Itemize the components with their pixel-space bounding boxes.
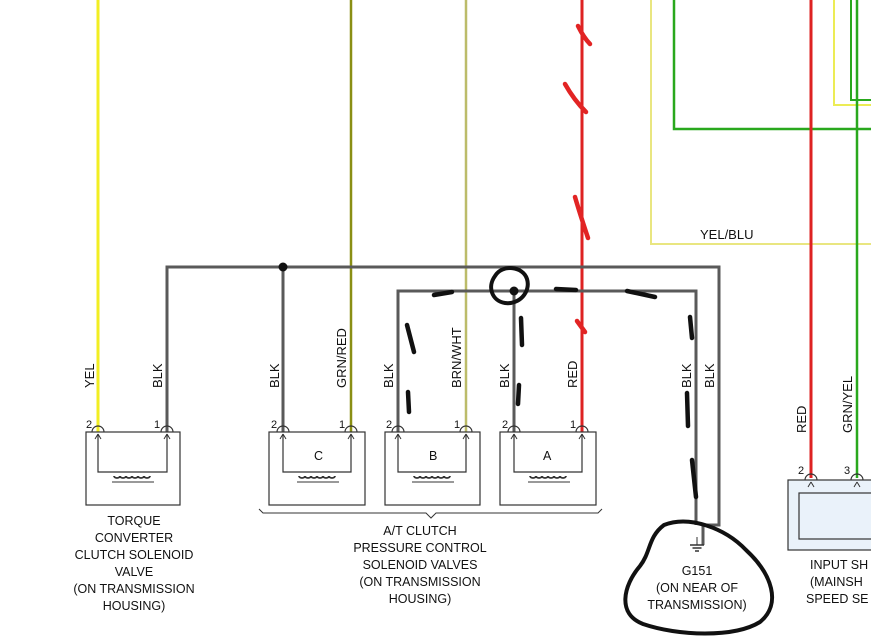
- tcc-solenoid: [85, 425, 181, 506]
- valves-bracket: [258, 508, 603, 519]
- solenoid-b-label: B: [429, 449, 437, 463]
- wire-label-blk-g2: BLK: [702, 363, 717, 388]
- pin-tcc-2: 2: [86, 419, 92, 431]
- wire-label-blk-c: BLK: [267, 363, 282, 388]
- pin-sensor-2: 2: [798, 465, 804, 477]
- pin-b-1: 1: [454, 419, 460, 431]
- wire-green-inner: [850, 0, 871, 101]
- ground-symbol-icon: [690, 537, 704, 552]
- splice-dot: [278, 262, 288, 272]
- ground-bus-outer: [165, 265, 721, 545]
- pin-c-2: 2: [271, 419, 277, 431]
- wire-label-yel-blu: YEL/BLU: [700, 227, 753, 242]
- svg-text:HOUSING): HOUSING): [103, 599, 166, 613]
- wire-yellow-upper: [833, 0, 871, 106]
- wire-label-red-sensor: RED: [794, 406, 809, 433]
- wire-yel-blu: [650, 0, 871, 245]
- svg-text:CLUTCH SOLENOID: CLUTCH SOLENOID: [75, 548, 194, 562]
- svg-text:G151: G151: [682, 564, 713, 578]
- wire-label-blk-g1: BLK: [679, 363, 694, 388]
- dashed-trace-annotation: [404, 286, 699, 500]
- wire-label-blk-a: BLK: [497, 363, 512, 388]
- solenoid-c: [268, 425, 366, 506]
- svg-text:SPEED SE: SPEED SE: [806, 592, 869, 606]
- svg-text:(MAINSH: (MAINSH: [810, 575, 863, 589]
- pin-sensor-3: 3: [844, 465, 850, 477]
- pin-b-2: 2: [386, 419, 392, 431]
- wire-label-blk-tcc: BLK: [150, 363, 165, 388]
- svg-text:TRANSMISSION): TRANSMISSION): [647, 598, 746, 612]
- svg-text:INPUT SH: INPUT SH: [810, 558, 868, 572]
- label-input-shaft-sensor: INPUT SH (MAINSH SPEED SE: [806, 558, 869, 606]
- svg-text:TORQUE: TORQUE: [107, 514, 160, 528]
- ground-bus-inner: [396, 289, 698, 525]
- svg-text:A/T CLUTCH: A/T CLUTCH: [383, 524, 456, 538]
- svg-text:VALVE: VALVE: [115, 565, 153, 579]
- svg-text:(ON TRANSMISSION: (ON TRANSMISSION: [359, 575, 480, 589]
- input-shaft-speed-sensor: [787, 473, 871, 551]
- pin-tcc-1: 1: [154, 419, 160, 431]
- label-clutch-valves: A/T CLUTCH PRESSURE CONTROL SOLENOID VAL…: [353, 524, 486, 606]
- svg-text:CONVERTER: CONVERTER: [95, 531, 173, 545]
- svg-text:(ON TRANSMISSION: (ON TRANSMISSION: [73, 582, 194, 596]
- wire-label-brn-wht: BRN/WHT: [449, 327, 464, 388]
- wire-label-yel: YEL: [82, 363, 97, 388]
- svg-text:HOUSING): HOUSING): [389, 592, 452, 606]
- circle-annotation-ground: [623, 519, 775, 636]
- label-ground-g151: G151 (ON NEAR OF TRANSMISSION): [647, 564, 746, 612]
- wire-label-red-a: RED: [565, 361, 580, 388]
- wire-label-grn-yel: GRN/YEL: [840, 376, 855, 433]
- svg-text:PRESSURE CONTROL: PRESSURE CONTROL: [353, 541, 486, 555]
- wire-label-grn-red: GRN/RED: [334, 328, 349, 388]
- pin-a-2: 2: [502, 419, 508, 431]
- solenoid-c-label: C: [314, 449, 323, 463]
- solenoid-b: [384, 425, 481, 506]
- label-torque-converter: TORQUE CONVERTER CLUTCH SOLENOID VALVE (…: [73, 514, 194, 613]
- svg-text:(ON NEAR OF: (ON NEAR OF: [656, 581, 738, 595]
- solenoid-a: [499, 425, 597, 506]
- solenoid-a-label: A: [543, 449, 552, 463]
- red-slash-marks: [562, 23, 593, 335]
- circle-annotation-splice: [489, 266, 530, 306]
- wire-label-blk-b: BLK: [381, 363, 396, 388]
- pin-c-1: 1: [339, 419, 345, 431]
- splice-dot-inner: [509, 286, 519, 296]
- svg-text:SOLENOID VALVES: SOLENOID VALVES: [363, 558, 478, 572]
- wire-green-upper: [672, 0, 871, 131]
- pin-a-1: 1: [570, 419, 576, 431]
